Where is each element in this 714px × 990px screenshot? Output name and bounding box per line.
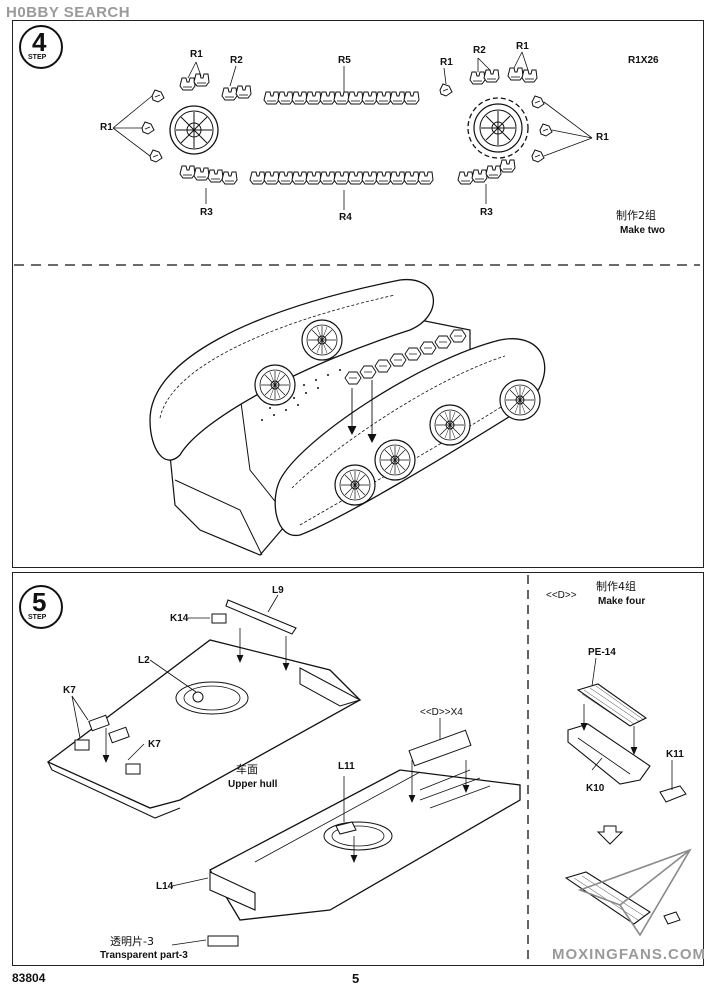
road-wheel [429,404,471,446]
road-wheel [254,364,296,406]
link-r1 [531,95,545,109]
part-k7 [125,763,141,775]
leader-lines-step4 [112,51,593,210]
subassembly-d-drawing [564,683,687,925]
page-number: 5 [352,971,360,986]
label-r4: R4 [339,212,352,223]
label-r3: R3 [480,207,493,218]
idler-wheel [169,105,219,155]
transparent-part-cn: 透明片-3 [110,935,154,948]
link-r1 [521,69,538,83]
label-r1: R1 [440,57,453,68]
label-l9: L9 [272,585,284,596]
watermark-moxingfans: MOXINGFANS.COM [552,946,707,963]
watermark-hobby-search: H0BBY SEARCH [6,4,131,21]
step5-arrows [102,628,470,864]
transparent-part-en: Transparent part-3 [100,950,188,961]
step5-word: STEP [28,614,47,621]
label-r1: R1 [516,41,529,52]
link-r1 [149,149,163,163]
label-k7: K7 [63,685,76,696]
link-r1 [531,149,545,163]
part-l11 [335,821,357,835]
product-code: 83804 [12,971,46,985]
road-wheel [301,319,343,361]
label-r2: R2 [230,55,243,66]
link-r1 [141,121,155,135]
link-r2 [469,71,486,85]
note-make-four-en: Make four [598,596,646,607]
link-r1 [507,67,524,81]
link-r1 [179,77,196,91]
label-r3: R3 [200,207,213,218]
step-badge-icon [19,585,63,629]
track-strip-r3-right [457,159,516,185]
label-l14: L14 [156,881,174,892]
note-make-four-cn: 制作4组 [596,580,636,593]
part-k7 [88,714,110,732]
label-r1: R1 [596,132,609,143]
label-r2: R2 [473,45,486,56]
label-pe14: PE-14 [588,647,616,658]
step5-panel [12,572,704,966]
upper-hull-en: Upper hull [228,779,278,790]
label-k14: K14 [170,613,189,624]
label-d-x4: <<D>>X4 [420,707,463,718]
link-r2 [221,87,238,101]
drive-sprocket [467,97,529,159]
hull-with-tracks [149,279,546,556]
part-l9 [225,599,297,635]
step5-number: 5 [32,587,47,617]
step-badge-icon [19,25,63,69]
label-l11: L11 [338,761,355,772]
link-r2 [483,69,500,83]
part-k7 [74,739,90,751]
upper-hull-cn: 车面 [236,763,258,776]
label-l2: L2 [138,655,150,666]
subassembly-d-title: <<D>> [546,590,577,601]
d-arrows [580,704,638,756]
part-l2 [192,691,204,703]
link-r1 [439,83,453,97]
placement-arrows [347,380,377,444]
track-strip-r3-left [179,165,238,185]
road-wheel [334,464,376,506]
part-l14 [209,871,256,911]
part-k14 [211,613,227,624]
leader-lines-step5 [71,594,441,946]
label-r5: R5 [338,55,351,66]
link-r1 [193,73,210,87]
label-r1: R1 [190,49,203,60]
label-r1x26: R1X26 [628,55,659,66]
link-r2 [235,85,252,99]
road-wheel [499,379,541,421]
paper-plane-logo [577,848,692,937]
leader-lines-d [591,657,673,790]
link-r1 [539,123,553,137]
step5-badge: 5 STEP [18,584,64,630]
road-wheel [374,439,416,481]
note-make-two-en: Make two [620,225,666,236]
step4-word: STEP [28,54,47,61]
label-k10: K10 [586,783,605,794]
label-r1: R1 [100,122,113,133]
part-k7 [108,726,130,744]
track-strip-r5 [263,91,420,105]
label-k7: K7 [148,739,161,750]
upper-hull-rear [209,729,521,921]
step4-number: 4 [32,27,47,57]
step4-badge: 4 STEP [18,24,64,70]
link-r1 [151,89,165,103]
step4-panel [12,20,704,568]
part-transparent-3 [207,935,239,947]
note-make-two-cn: 制作2组 [616,209,656,222]
track-strip-r4 [249,171,434,185]
label-k11: K11 [666,749,684,760]
